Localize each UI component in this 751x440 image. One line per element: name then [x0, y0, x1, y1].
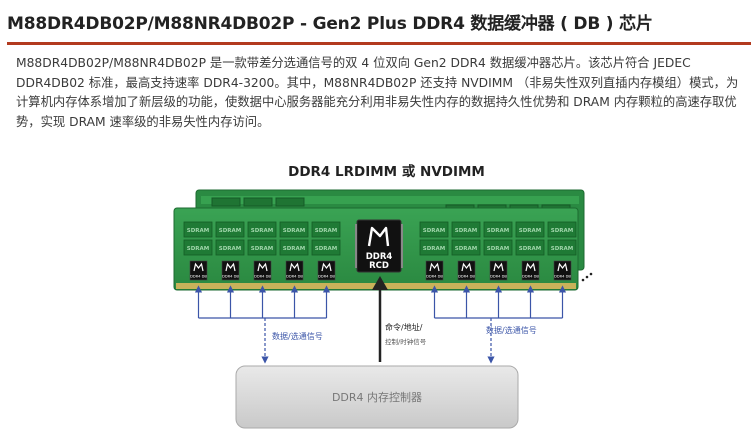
data-buffer-chip: DDR4 DB — [285, 260, 303, 281]
montage-logo-icon — [429, 262, 440, 272]
data-buffer-chip: DDR4 DB — [253, 260, 271, 281]
controller-label: DDR4 内存控制器 — [332, 390, 422, 404]
sdram-chip — [451, 239, 481, 256]
page-title: M88DR4DB02P/M88NR4DB02P - Gen2 Plus DDR4… — [7, 14, 653, 34]
sdram-label: SDRAM — [283, 228, 306, 234]
data-buffer-chip: DDR4 DB — [553, 260, 571, 281]
montage-logo-icon — [461, 262, 472, 272]
sdram-label: SDRAM — [455, 246, 478, 252]
sdram-label: SDRAM — [519, 228, 542, 234]
sdram-label: SDRAM — [519, 246, 542, 252]
data-buffer-chip: DDR4 DB — [189, 260, 207, 281]
sdram-label: SDRAM — [487, 246, 510, 252]
db-label: DDR4 DB — [426, 275, 443, 279]
db-label: DDR4 DB — [254, 275, 271, 279]
sdram-chip — [311, 239, 341, 256]
sdram-label: SDRAM — [455, 228, 478, 234]
sdram-label: SDRAM — [423, 246, 446, 252]
sdram-label: SDRAM — [551, 228, 574, 234]
sdram-label: SDRAM — [251, 246, 274, 252]
data-buffer-chip: DDR4 DB — [221, 260, 239, 281]
sdram-chip — [515, 239, 545, 256]
data-buffer-chip: DDR4 DB — [317, 260, 335, 281]
data-buffer-chip: DDR4 DB — [489, 260, 507, 281]
rcd-chip: DDR4 RCD — [355, 219, 403, 273]
sdram-chip — [451, 221, 481, 238]
sdram-chip — [547, 239, 577, 256]
sdram-chip — [547, 221, 577, 238]
cmd-label-1: 命令/地址/ — [385, 322, 423, 332]
sdram-label: SDRAM — [551, 246, 574, 252]
data-strobe-bus — [194, 285, 567, 364]
db-label: DDR4 DB — [458, 275, 475, 279]
montage-logo-icon — [493, 262, 504, 272]
sdram-chip — [483, 239, 513, 256]
montage-logo-icon — [321, 262, 332, 272]
sdram-label: SDRAM — [487, 228, 510, 234]
sdram-chip — [183, 221, 213, 238]
rear-sdram-chip — [243, 197, 273, 207]
left-signal-label: 数据/选通信号 — [272, 331, 323, 341]
sdram-chip — [279, 239, 309, 256]
db-label: DDR4 DB — [318, 275, 335, 279]
sdram-chip — [215, 239, 245, 256]
montage-logo-icon — [225, 262, 236, 272]
sdram-chip — [247, 239, 277, 256]
montage-logo-icon — [557, 262, 568, 272]
rear-sdram-chip — [211, 197, 241, 207]
rcd-label-1: DDR4 — [366, 252, 393, 262]
montage-logo-icon — [257, 262, 268, 272]
sdram-chip — [419, 239, 449, 256]
sdram-label: SDRAM — [187, 246, 210, 252]
command-address-bus — [372, 276, 388, 362]
montage-logo-icon — [525, 262, 536, 272]
db-label: DDR4 DB — [222, 275, 239, 279]
data-buffer-chip: DDR4 DB — [521, 260, 539, 281]
sdram-chip — [247, 221, 277, 238]
sdram-chip — [483, 221, 513, 238]
sdram-label: SDRAM — [283, 246, 306, 252]
sdram-label: SDRAM — [423, 228, 446, 234]
db-label: DDR4 DB — [490, 275, 507, 279]
db-label: DDR4 DB — [190, 275, 207, 279]
continuation-dots — [581, 272, 593, 282]
sdram-chip — [279, 221, 309, 238]
db-label: DDR4 DB — [554, 275, 571, 279]
montage-logo-icon — [289, 262, 300, 272]
data-buffer-chip: DDR4 DB — [457, 260, 475, 281]
db-label: DDR4 DB — [522, 275, 539, 279]
sdram-label: SDRAM — [219, 246, 242, 252]
diagram-title: DDR4 LRDIMM 或 NVDIMM — [288, 164, 485, 180]
sdram-chip — [419, 221, 449, 238]
db-label: DDR4 DB — [286, 275, 303, 279]
rcd-label-2: RCD — [369, 261, 389, 271]
sdram-label: SDRAM — [187, 228, 210, 234]
sdram-chip — [183, 239, 213, 256]
memory-controller: DDR4 内存控制器 — [235, 365, 519, 429]
sdram-label: SDRAM — [251, 228, 274, 234]
sdram-label: SDRAM — [219, 228, 242, 234]
sdram-chip — [515, 221, 545, 238]
data-buffer-chip: DDR4 DB — [425, 260, 443, 281]
montage-logo-icon — [367, 226, 390, 247]
sdram-chip — [311, 221, 341, 238]
montage-logo-icon — [193, 262, 204, 272]
cmd-label-2: 控制/时钟信号 — [385, 337, 427, 346]
right-signal-label: 数据/选通信号 — [486, 325, 537, 335]
rear-sdram-chip — [275, 197, 305, 207]
sdram-label: SDRAM — [315, 246, 338, 252]
sdram-label: SDRAM — [315, 228, 338, 234]
sdram-chip — [215, 221, 245, 238]
product-description: M88DR4DB02P/M88NR4DB02P 是一款带差分选通信号的双 4 位… — [16, 56, 739, 129]
title-divider — [7, 42, 751, 45]
